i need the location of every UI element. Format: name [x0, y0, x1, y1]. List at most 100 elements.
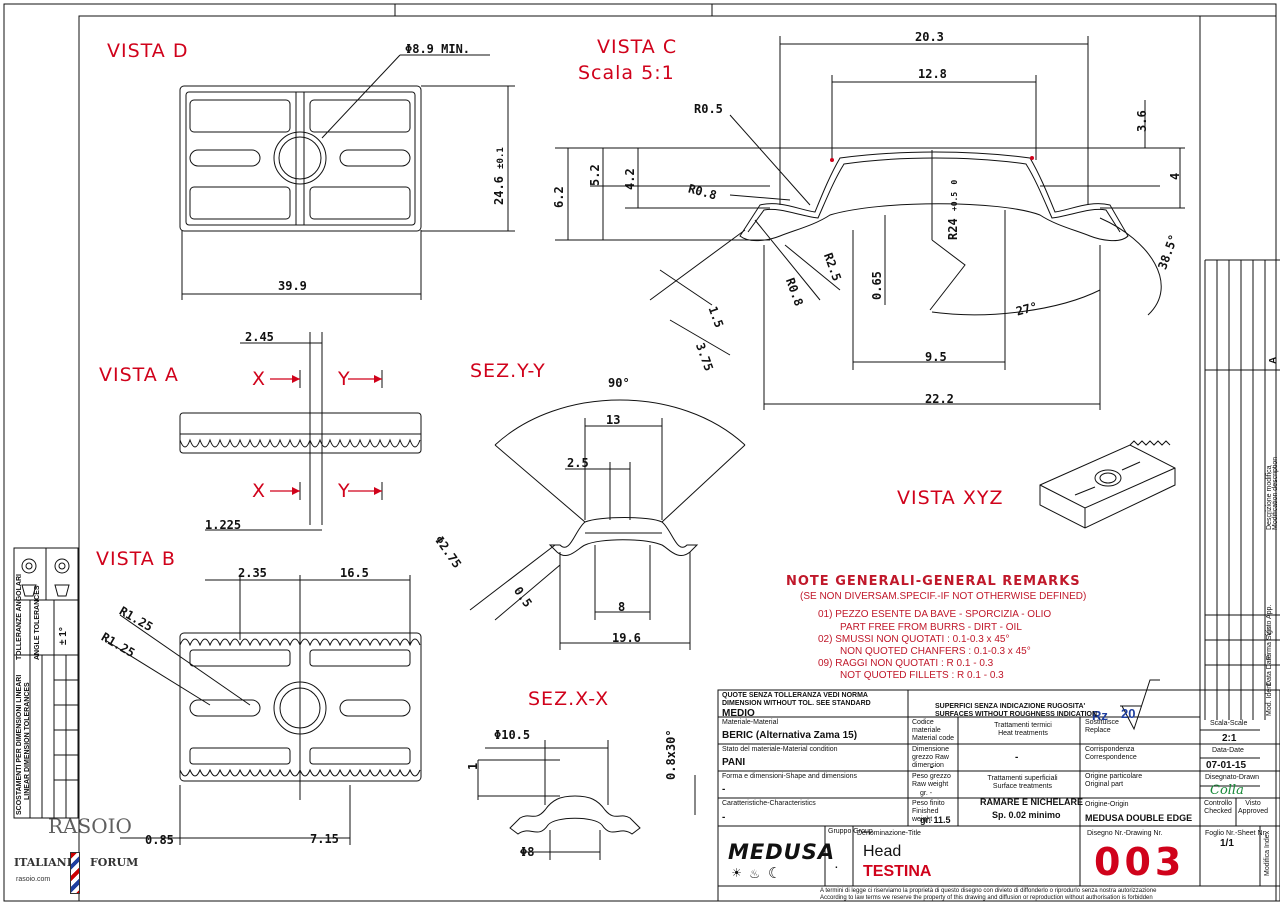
corr-label: Corrispondenza Correspondence	[1085, 746, 1137, 761]
ang-tol-title-en: ANGLE TOLERANCES	[34, 585, 41, 660]
dim-1-225: 1.225	[205, 518, 242, 532]
dim-90-deg: 90°	[608, 376, 630, 390]
vista-a-drawing	[179, 332, 422, 531]
dim-39-9: 39.9	[278, 279, 307, 293]
vista-xyz-drawing	[1039, 440, 1176, 529]
dim-5-2: 5.2	[588, 164, 602, 186]
ang-tol-value: ± 1°	[58, 627, 69, 645]
shape-label: Forma e dimensioni-Shape and dimensions	[722, 773, 858, 780]
dim-7-15: 7.15	[310, 832, 339, 846]
date-label: Data-Date	[1212, 747, 1244, 754]
dim-22-2: 22.2	[925, 392, 954, 406]
mod-index-label: Modifica Index	[1264, 830, 1271, 876]
dim-9-5: 9.5	[925, 350, 947, 364]
dim-4: 4	[1168, 172, 1182, 180]
sez-xx-drawing	[477, 740, 696, 860]
dim-20-3: 20.3	[915, 30, 944, 44]
surface-label: Trattamenti superficiali Surface treatme…	[987, 775, 1058, 790]
dim-phi-8: Φ8	[520, 845, 535, 859]
rev-desc-label-en: Modification description	[1272, 456, 1279, 530]
note-line: 09) RAGGI NON QUOTATI : R 0.1 - 0.3	[818, 658, 994, 669]
note-line: 01) PEZZO ESENTE DA BAVE - SPORCIZIA - O…	[818, 609, 1052, 620]
rev-letter: A	[1268, 356, 1279, 364]
dim-phi-10-5: Φ10.5	[494, 728, 531, 742]
title-block-grid	[717, 689, 1280, 902]
fin-weight-label: Peso finito Finished weight	[912, 800, 945, 823]
forum-watermark: RASOIO ITALIANI FORUM rasoio.com	[4, 812, 138, 900]
vista-c-scale: Scala 5:1	[578, 62, 675, 84]
legal-it: A termini di legge ci riserviamo la prop…	[820, 888, 1157, 894]
replace-label: Sostituisce Replace	[1085, 719, 1119, 734]
dim-2-45: 2.45	[245, 330, 274, 344]
raw-weight-value: gr. -	[920, 790, 933, 797]
dim-r24: R24 +0.5 0	[946, 179, 960, 240]
vista-b-drawing	[104, 575, 422, 845]
dim-0-8x30: 0.8x30°	[664, 729, 678, 780]
dim-8: 8	[618, 600, 626, 614]
date-value: 07-01-15	[1206, 760, 1247, 771]
surface-value-2: Sp. 0.02 minimo	[992, 810, 1061, 820]
dim-2-5: 2.5	[567, 456, 589, 470]
vista-c-drawing	[555, 36, 1185, 410]
tol-note: QUOTE SENZA TOLLERANZA VEDI NORMA	[722, 692, 868, 699]
brand-icons: ☀ ♨ ☾	[732, 864, 778, 882]
dim-19-6: 19.6	[612, 631, 641, 645]
approved-label: Visto Approved	[1238, 800, 1268, 815]
dim-24-6: 24.6 ±0.1	[492, 147, 506, 205]
drawing-number: 003	[1094, 840, 1186, 884]
section-x-label-bottom: X	[252, 480, 267, 502]
ang-tol-title: TOLLERANZE ANGOLARI	[16, 574, 23, 660]
dim-6-2: 6.2	[552, 186, 566, 208]
watermark-left: ITALIANI	[14, 856, 72, 869]
orig-part-label: Origine particolare Original part	[1085, 773, 1143, 788]
drawn-signature: Colla	[1210, 783, 1244, 798]
material-label: Materiale-Material	[722, 719, 779, 726]
dim-1: 1	[466, 762, 480, 770]
dim-0-85: 0.85	[145, 833, 174, 847]
sez-xx-label: SEZ.X-X	[528, 688, 610, 710]
char-value: -	[722, 812, 726, 823]
vista-c-label: VISTA C	[597, 36, 678, 58]
dim-13: 13	[606, 413, 621, 427]
group-label: Gruppo Group	[828, 828, 873, 835]
group-value: .	[835, 860, 838, 871]
note-line: PART FREE FROM BURRS - DIRT - OIL	[840, 622, 1022, 633]
sheet-label: Foglio Nr.-Sheet Nr.	[1205, 830, 1267, 837]
title-label: Denominazione-Title	[857, 830, 921, 837]
shape-value: -	[722, 784, 726, 795]
vista-xyz-label: VISTA XYZ	[897, 487, 1004, 509]
dim-r0-5: R0.5	[694, 102, 723, 116]
roughness-rz: Rz	[1092, 708, 1108, 723]
fin-weight-value: gr. 11.5	[920, 815, 951, 825]
surface-value: RAMARE E NICHELARE	[980, 797, 1084, 807]
scale-value: 2:1	[1222, 733, 1237, 744]
section-y-label-top: Y	[338, 368, 351, 390]
drawing-no-label: Disegno Nr.-Drawing Nr.	[1087, 830, 1163, 837]
dim-3-6: 3.6	[1135, 110, 1149, 132]
drawn-label: Disegnato-Drawn	[1205, 774, 1260, 781]
roughness-value: 20	[1121, 706, 1136, 721]
note-line: 02) SMUSSI NON QUOTATI : 0.1-0.3 x 45°	[818, 634, 1010, 645]
scale-label: Scala-Scale	[1210, 720, 1248, 727]
raw-weight-label: Peso grezzo Raw weight	[912, 773, 951, 788]
dim-16-5: 16.5	[340, 566, 369, 580]
heat-value: -	[1015, 752, 1019, 763]
rev-date-label: Data Date	[1266, 654, 1273, 686]
condition-label: Stato del materiale-Material condition	[722, 746, 838, 753]
rough-note: SUPERFICI SENZA INDICAZIONE RUGOSITA'	[935, 703, 1086, 710]
notes-subtitle: (SE NON DIVERSAM.SPECIF.-IF NOT OTHERWIS…	[800, 591, 1087, 602]
note-line: NOT QUOTED FILLETS : R 0.1 - 0.3	[840, 670, 1004, 681]
note-line: NON QUOTED CHANFERS : 0.1-0.3 x 45°	[840, 646, 1031, 657]
vista-d-label: VISTA D	[107, 40, 189, 62]
sez-yy-drawing	[469, 399, 746, 650]
rev-mod-label: Mod. Ident	[1266, 682, 1273, 716]
vista-a-label: VISTA A	[99, 364, 179, 386]
watermark-top: RASOIO	[48, 814, 132, 838]
vista-b-label: VISTA B	[96, 548, 176, 570]
lin-tol-title-en: LINEAR DIMENSION TOLERANCES	[24, 682, 31, 800]
sheet-value: 1/1	[1220, 838, 1234, 849]
dim-12-8: 12.8	[918, 67, 947, 81]
tol-class: MEDIO	[722, 708, 755, 719]
section-y-label-bottom: Y	[338, 480, 351, 502]
